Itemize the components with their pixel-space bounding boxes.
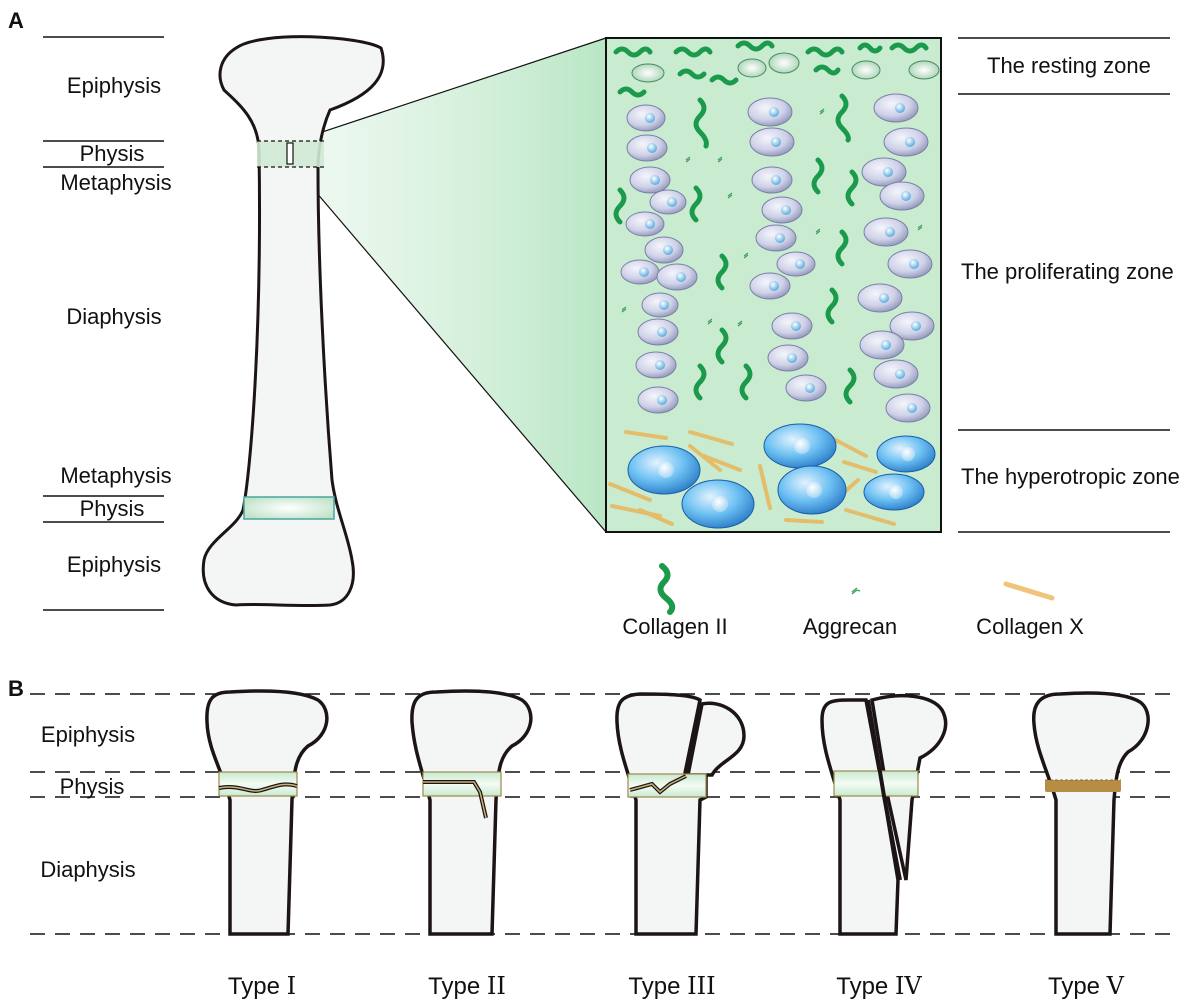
legend-aggrecan-label: Aggrecan <box>802 614 898 639</box>
bone-type-iii <box>615 692 746 936</box>
legend-collagen-ii-label: Collagen II <box>622 614 728 639</box>
type-i-label: Type I <box>227 972 297 1000</box>
metaphysis-top-label: Metaphysis <box>60 170 172 195</box>
bone-type-iv <box>820 693 948 936</box>
bone-type-v <box>1031 691 1150 936</box>
magnification-cone <box>292 38 606 532</box>
proliferating-zone-label: The proliferating zone <box>961 259 1174 284</box>
bone-type-ii <box>410 689 533 936</box>
panel-b-label: B <box>8 676 24 701</box>
compressed-physis <box>1045 780 1121 792</box>
metaphysis-bottom-label: Metaphysis <box>60 463 172 488</box>
diaphysis-label: Diaphysis <box>66 304 162 329</box>
type-v-label: Type V <box>1047 972 1125 1000</box>
b-physis-label: Physis <box>59 774 125 799</box>
b-diaphysis-label: Diaphysis <box>40 857 136 882</box>
resting-zone-cells <box>613 40 929 98</box>
collagen-ii-fibers <box>613 93 859 405</box>
legend-collagen-x-label: Collagen X <box>976 614 1084 639</box>
type-iii-label: Type III <box>628 972 716 1000</box>
legend-collagen-ii-icon <box>657 563 676 615</box>
b-epiphysis-label: Epiphysis <box>40 722 136 747</box>
bone-type-i <box>205 689 329 936</box>
femur-bone <box>201 35 385 608</box>
physis-top-label: Physis <box>79 141 145 166</box>
epiphysis-top-label: Epiphysis <box>66 73 162 98</box>
growth-plate-enlargement <box>605 37 942 533</box>
femur-physis-bottom <box>243 496 335 520</box>
legend-aggrecan-icon <box>851 587 861 595</box>
legend-collagen-x-icon <box>1003 581 1055 601</box>
panel-a-label: A <box>8 8 24 33</box>
hypertrophic-zone-label: The hyperotropic zone <box>961 464 1180 489</box>
physis-bottom-label: Physis <box>79 496 145 521</box>
zone-lines <box>958 37 1170 533</box>
aggrecan-specks <box>621 108 923 327</box>
bone-region-lines <box>43 36 164 611</box>
type-iv-label: Type IV <box>836 972 922 1000</box>
fracture-reference-lines <box>30 693 1172 935</box>
type-ii-label: Type II <box>428 972 506 1000</box>
epiphysis-bottom-label: Epiphysis <box>66 552 162 577</box>
resting-zone-label: The resting zone <box>987 53 1151 78</box>
